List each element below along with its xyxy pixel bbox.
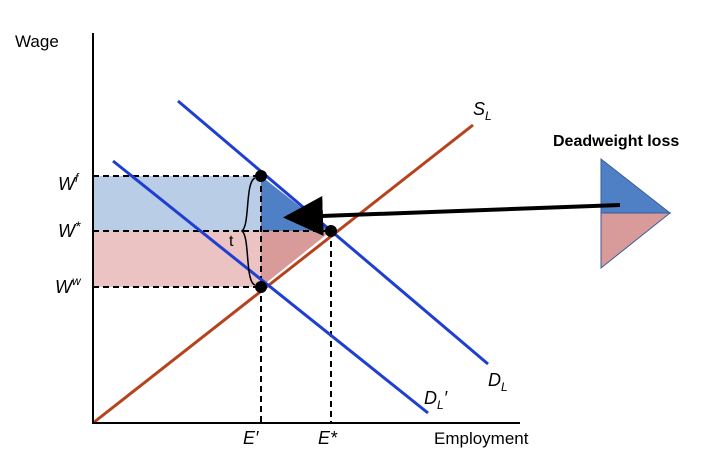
wage-firm-label: Wf — [58, 171, 80, 194]
demand-shifted-label: DL′ — [424, 388, 448, 412]
x-axis-label: Employment — [434, 429, 529, 448]
supply-curve — [92, 123, 474, 425]
tax-label: t — [229, 233, 234, 250]
dwl-pointer-arrow — [283, 195, 621, 236]
y-axis-label: Wage — [15, 32, 59, 51]
supply-label: SL — [473, 99, 492, 123]
demand-label: DL — [488, 370, 508, 394]
employment-equilibrium-label: E* — [318, 428, 338, 448]
firm-burden-area — [93, 176, 261, 231]
demand-shifted-curve — [112, 159, 429, 415]
wage-worker-label: Ww — [55, 274, 82, 297]
worker-burden-area — [93, 231, 261, 287]
wage-equilibrium-label: W* — [58, 218, 81, 241]
dashed-guides — [93, 175, 332, 423]
firm-price-point — [255, 170, 267, 182]
legend-title: Deadweight loss — [553, 133, 679, 150]
equilibrium-point — [325, 225, 337, 237]
worker-price-point — [255, 281, 267, 293]
legend-dwl-lower — [600, 212, 672, 270]
deadweight-loss-lower — [261, 231, 331, 287]
tax-brace — [240, 177, 256, 286]
employment-after-tax-label: E′ — [243, 428, 259, 448]
axes — [92, 33, 520, 424]
